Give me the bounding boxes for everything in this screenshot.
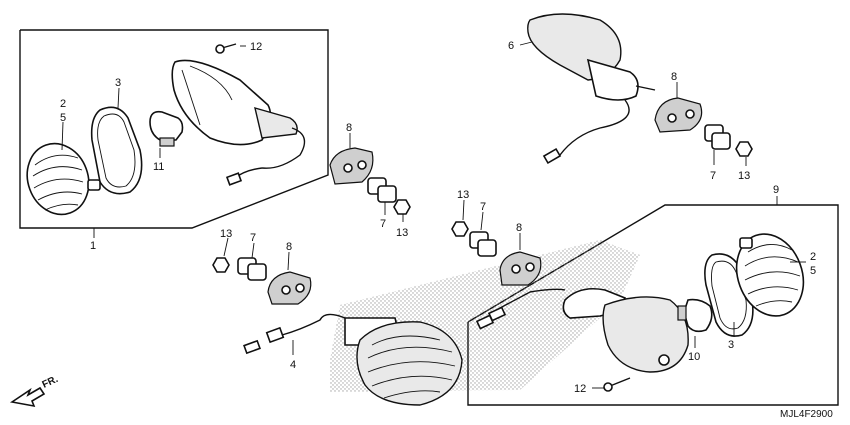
callout-7-lower-left: 7 xyxy=(250,232,256,244)
callout-3-lower: 3 xyxy=(728,339,734,351)
callout-8-upper-right: 8 xyxy=(671,71,677,83)
callout-13-center: 13 xyxy=(396,227,408,239)
callout-7-lower-center: 7 xyxy=(480,201,486,213)
assembly-1-frame xyxy=(19,29,329,229)
gasket-upper-left xyxy=(90,106,143,195)
callout-12-upper: 12 xyxy=(250,41,262,53)
mount-8-center xyxy=(329,147,374,185)
nut-13-lower-center xyxy=(451,221,469,237)
screw-12-lower xyxy=(603,377,631,392)
callout-8-lower-center: 8 xyxy=(516,222,522,234)
nut-13-lower-left xyxy=(212,257,230,273)
callout-6: 6 xyxy=(508,40,514,52)
callout-13-lower-center: 13 xyxy=(457,189,469,201)
mount-8-lower-left xyxy=(267,271,312,305)
screw-12-upper xyxy=(215,43,237,54)
callout-4: 4 xyxy=(290,359,296,371)
callout-12-lower: 12 xyxy=(574,383,586,395)
callout-9: 9 xyxy=(773,184,779,196)
callout-11: 11 xyxy=(153,161,164,173)
bushing-7-lower-center xyxy=(469,231,497,257)
wire-upper-left xyxy=(225,167,263,186)
callout-13-lower-left: 13 xyxy=(220,228,232,240)
housing-lower-center xyxy=(243,313,463,406)
bulb-upper-left xyxy=(149,110,184,147)
nut-13-center xyxy=(393,199,411,215)
wire-upper-right xyxy=(542,99,630,165)
callout-8-center: 8 xyxy=(346,122,352,134)
callout-13-upper-right: 13 xyxy=(738,170,750,182)
diagram-code: MJL4F2900 xyxy=(780,409,833,420)
front-direction-arrow: FR. xyxy=(9,374,60,408)
housing-upper-left xyxy=(171,59,306,169)
mount-8-upper-right xyxy=(654,97,703,133)
housing-lower-right xyxy=(475,287,689,373)
callout-1: 1 xyxy=(90,240,96,252)
bushing-7-lower-left xyxy=(237,257,267,281)
bushing-7-center xyxy=(367,177,397,203)
callout-5-upper: 5 xyxy=(60,112,66,124)
callout-5-lower: 5 xyxy=(810,265,816,277)
mount-8-lower-center xyxy=(499,251,542,286)
clip-upper-left xyxy=(87,179,101,191)
callout-7-upper-right: 7 xyxy=(710,170,716,182)
lens-upper-left xyxy=(26,142,90,216)
leader-lines xyxy=(61,41,806,389)
assembly-9-frame xyxy=(467,204,839,406)
callout-10: 10 xyxy=(688,351,700,363)
callout-3-upper: 3 xyxy=(115,77,121,89)
bulb-lower-right xyxy=(677,298,713,333)
callout-2-upper: 2 xyxy=(60,98,66,110)
callout-2-lower: 2 xyxy=(810,251,816,263)
bushing-7-upper-right xyxy=(704,124,731,150)
lens-lower-right xyxy=(735,233,805,317)
callout-7-center: 7 xyxy=(380,218,386,230)
nut-13-upper-right xyxy=(735,141,753,157)
callout-8-lower-left: 8 xyxy=(286,241,292,253)
callout-labels: 1 2 5 3 11 12 6 8 7 13 8 7 13 9 13 7 8 1… xyxy=(60,40,816,395)
front-arrow-label: FR. xyxy=(41,374,60,391)
housing-upper-right xyxy=(527,13,656,101)
